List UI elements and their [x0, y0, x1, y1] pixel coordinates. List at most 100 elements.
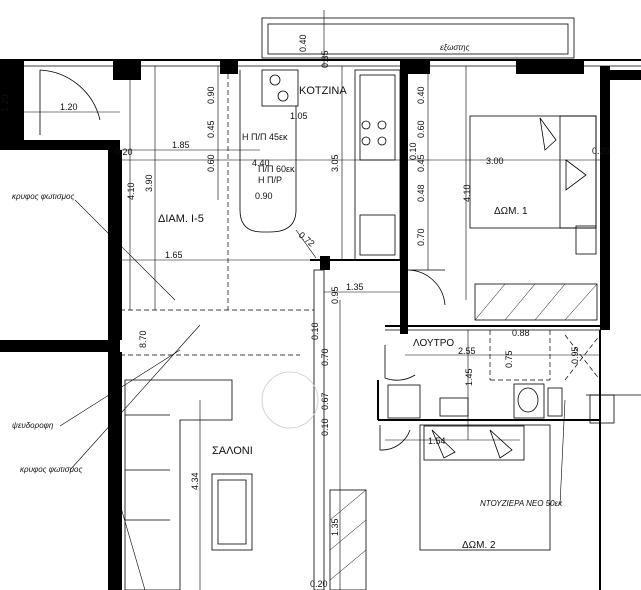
interior-wall-k-b [400, 74, 408, 334]
sofa [124, 379, 233, 590]
room-exterior: εξωστης [440, 43, 470, 52]
dim-0-67: 0.67 [320, 392, 330, 410]
room-corridor: ΔΙΑΜ. Ι-5 [158, 213, 204, 225]
label-oven: Π/Π 60εκ [258, 164, 295, 174]
dim-0-70-b: 0.70 [320, 348, 330, 366]
wall-left-horiz-2 [0, 340, 120, 352]
living-furniture [124, 371, 319, 590]
wardrobe-1 [474, 283, 598, 321]
dim-4-10-left: 4.10 [126, 182, 136, 200]
bed1-pillow-1 [539, 117, 557, 151]
bedroom2-furniture [329, 425, 525, 590]
wall-block-3 [400, 60, 430, 74]
dim-0-10-b: 0.10 [310, 322, 320, 340]
dim-1-54: 1.54 [428, 436, 446, 446]
entrance-door [39, 69, 101, 135]
dim-4-10-right: 4.10 [462, 184, 472, 202]
bedroom2-bed [419, 424, 551, 551]
cabinets [359, 74, 396, 161]
toilet-bowl [517, 387, 539, 413]
wardrobe-hatch-2 [504, 283, 536, 321]
wardrobe2-hatch-3 [329, 549, 367, 581]
dim-3-90: 3.90 [144, 174, 154, 192]
dim-1-85: 1.85 [172, 140, 190, 150]
hob-ring-3 [361, 136, 371, 146]
dim-0-72: 0.72 [297, 230, 317, 249]
room-bedroom1: ΔΩΜ. 1 [494, 206, 528, 217]
balcony-inner [267, 23, 569, 55]
sink [261, 69, 299, 107]
bed1-pillow-2 [565, 159, 587, 191]
sink-bowl-2 [277, 90, 289, 102]
bedroom1-door [407, 269, 446, 306]
wall-block-left [0, 60, 24, 140]
bath-fixtures [387, 383, 563, 419]
label-fridge: Η Π/Ρ [258, 175, 282, 185]
coffee-table [211, 473, 253, 551]
wardrobe2-hatch-1 [329, 489, 367, 521]
dim-0-20-right: 0.20 [592, 146, 610, 156]
watermark [261, 371, 319, 429]
wardrobe-2 [329, 489, 367, 590]
leader-4 [109, 469, 146, 590]
right-wall-cap [610, 70, 641, 80]
basin [439, 397, 469, 417]
leader-072 [295, 229, 317, 259]
kitchen-counter [354, 69, 401, 261]
kitchen-fixtures [239, 69, 401, 261]
dim-1-20-left: 1.20 [0, 94, 10, 112]
sink-bowl-1 [269, 74, 281, 86]
bath-door [384, 345, 416, 381]
dim-1-65: 1.65 [165, 250, 183, 260]
room-kitchen: KOTZINA [299, 85, 347, 97]
column-left-1 [108, 150, 122, 340]
kitchen-wall-stub [320, 256, 330, 270]
dim-0-95: 0.95 [330, 286, 340, 304]
bed2-headboard [423, 425, 525, 461]
dim-3-05: 3.05 [330, 154, 340, 172]
dash-8 [564, 334, 601, 381]
dim-0-10-c: 0.10 [320, 418, 330, 436]
dim-0-45-a: 0.45 [206, 120, 216, 138]
dim-1-05: 1.05 [290, 111, 308, 121]
dim-0-48: 0.48 [416, 184, 426, 202]
balcony-frame [261, 17, 575, 59]
note-hidden-light-1: κρυφος φωτισμος [12, 192, 74, 201]
wall-block-1 [113, 60, 141, 80]
leader-1 [74, 199, 176, 301]
kitchen-island [239, 70, 297, 233]
dim-0-60-a: 0.60 [206, 154, 216, 172]
fridge-box [359, 214, 396, 256]
wall-block-4 [516, 60, 584, 74]
bidet [547, 387, 563, 417]
dim-0-88: 0.88 [512, 328, 530, 338]
note-hidden-light-2: κρυφος φωτισμος [20, 465, 82, 474]
dim-0-70-k: 0.70 [416, 228, 426, 246]
dim-0-45-k: 0.45 [416, 154, 426, 172]
toilet-box [513, 383, 545, 419]
hob-ring-1 [361, 120, 371, 130]
right-lower-box [589, 394, 615, 424]
dim-1-35: 1.35 [346, 282, 364, 292]
bed1-headboard [559, 115, 597, 229]
dim-4-40: 4.40 [252, 158, 270, 168]
dim-0-35-top: 0.35 [320, 50, 330, 68]
dim-4-34: 4.34 [190, 472, 200, 490]
dim-3-00: 3.00 [486, 156, 504, 166]
dim-0-95-b: 0.95 [570, 346, 580, 364]
leader-2 [59, 349, 181, 427]
leader-5 [559, 399, 566, 506]
note-false-ceiling: ψευδοροφη [12, 421, 54, 430]
bed2-pillow-1 [431, 429, 456, 459]
dim-1-35-b: 1.35 [330, 518, 340, 536]
coffee-table-inner [217, 479, 247, 545]
bed1 [469, 115, 597, 229]
nightstand-1 [575, 225, 597, 255]
wardrobe-hatch-1 [474, 283, 506, 321]
bed2-pillow-2 [489, 429, 513, 459]
dimension-lines [0, 10, 610, 590]
wall-block-2 [220, 60, 238, 74]
walls [0, 17, 641, 590]
bedroom2-door [379, 425, 411, 451]
